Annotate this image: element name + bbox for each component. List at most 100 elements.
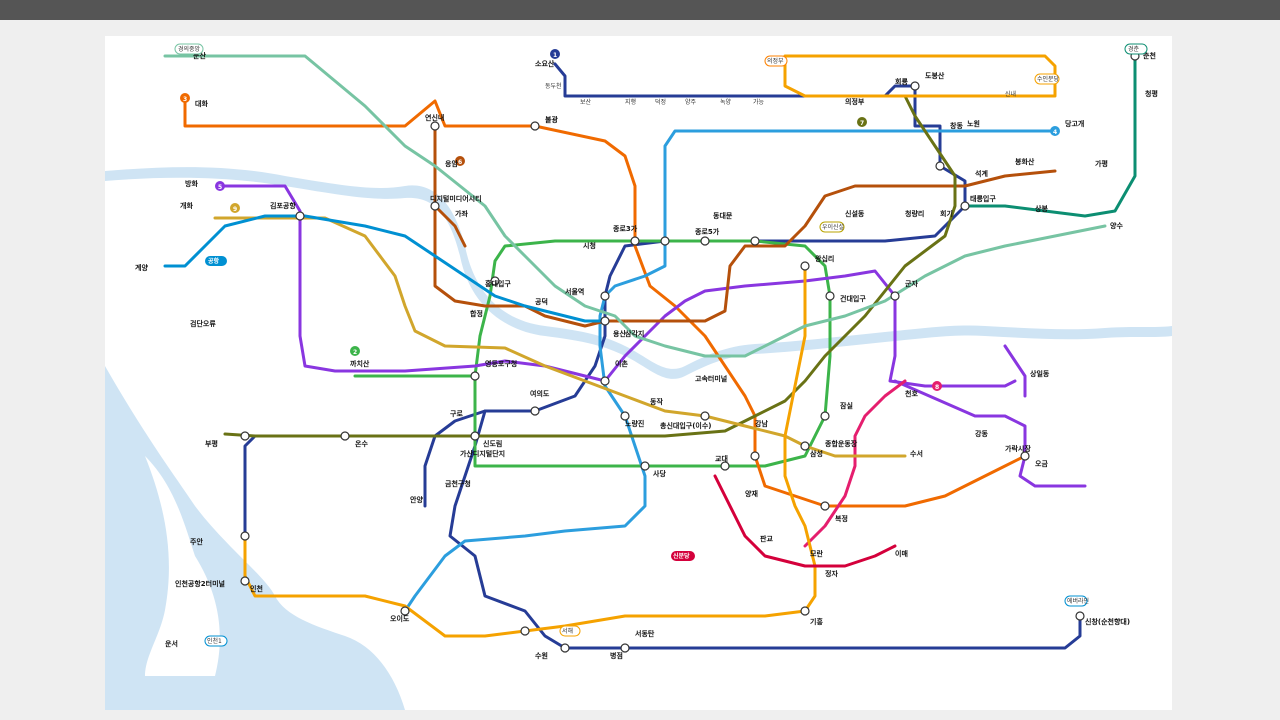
station-marker[interactable] bbox=[700, 411, 710, 421]
station-marker[interactable] bbox=[1020, 451, 1030, 461]
station-label-ichon[interactable]: 이촌 bbox=[615, 359, 628, 368]
station-marker[interactable] bbox=[890, 291, 900, 301]
station-label-gongdeok[interactable]: 공덕 bbox=[535, 297, 548, 306]
station-label-bokjeong[interactable]: 복정 bbox=[835, 514, 848, 523]
station-marker[interactable] bbox=[630, 236, 640, 246]
station-label-seokgye[interactable]: 석계 bbox=[975, 169, 988, 178]
station-label-dongjak[interactable]: 동작 bbox=[650, 397, 663, 406]
station-label-deokjeong[interactable]: 덕정 bbox=[655, 99, 666, 106]
station-label-wangsimni[interactable]: 왕십리 bbox=[815, 254, 834, 263]
station-marker[interactable] bbox=[620, 411, 630, 421]
station-marker[interactable] bbox=[820, 411, 830, 421]
station-marker[interactable] bbox=[560, 643, 570, 653]
station-marker[interactable] bbox=[820, 501, 830, 511]
station-label-incheon[interactable]: 인천 bbox=[250, 584, 263, 593]
station-label-suwon[interactable]: 수원 bbox=[535, 651, 548, 660]
station-label-chang-dong[interactable]: 창동 bbox=[950, 121, 963, 130]
station-label-dongdaemun[interactable]: 동대문 bbox=[713, 211, 733, 220]
station-label-cheonho[interactable]: 천호 bbox=[905, 389, 918, 398]
station-marker[interactable] bbox=[910, 81, 920, 91]
station-label-bulgwang[interactable]: 불광 bbox=[545, 115, 558, 124]
station-label-samseong[interactable]: 삼성 bbox=[810, 449, 823, 458]
station-label-sangbong[interactable]: 상봉 bbox=[1035, 204, 1048, 213]
station-marker[interactable] bbox=[530, 406, 540, 416]
station-label-chuncheon[interactable]: 춘천 bbox=[1143, 51, 1156, 60]
station-label-hoegi[interactable]: 회기 bbox=[940, 209, 953, 218]
station-label-oido[interactable]: 오이도 bbox=[390, 614, 410, 623]
station-label-moran[interactable]: 모란 bbox=[810, 549, 823, 558]
station-label-bonghwasan[interactable]: 봉화산 bbox=[1015, 157, 1035, 166]
station-label-soyosan[interactable]: 소요산 bbox=[535, 59, 555, 68]
station-label-nogyang[interactable]: 녹양 bbox=[720, 98, 732, 106]
station-label-express[interactable]: 고속터미널 bbox=[695, 374, 727, 383]
station-label-munsan[interactable]: 문산 bbox=[193, 51, 206, 60]
station-label-anyang[interactable]: 안양 bbox=[410, 495, 423, 504]
station-marker[interactable] bbox=[600, 316, 610, 326]
station-marker[interactable] bbox=[720, 461, 730, 471]
station-label-cheongpyeong[interactable]: 청평 bbox=[1145, 89, 1158, 98]
station-label-sinseol[interactable]: 신설동 bbox=[845, 209, 865, 218]
station-label-sadang[interactable]: 사당 bbox=[653, 469, 666, 478]
station-label-hapjeong[interactable]: 합정 bbox=[470, 309, 483, 318]
station-label-pangyo[interactable]: 판교 bbox=[760, 534, 773, 543]
station-label-dobongsan[interactable]: 도봉산 bbox=[925, 71, 945, 80]
station-label-taereung[interactable]: 태릉입구 bbox=[970, 194, 996, 203]
station-label-bupyeong[interactable]: 부평 bbox=[205, 439, 218, 448]
station-label-yeouido[interactable]: 여의도 bbox=[530, 389, 550, 398]
station-label-bosan[interactable]: 보산 bbox=[580, 98, 592, 106]
station-label-sports[interactable]: 종합운동장 bbox=[825, 439, 858, 448]
station-label-gajwa[interactable]: 가좌 bbox=[455, 209, 468, 218]
station-label-gapyeong[interactable]: 가평 bbox=[1095, 159, 1108, 168]
station-label-jihaeng[interactable]: 지행 bbox=[625, 98, 636, 106]
station-label-gyodae[interactable]: 교대 bbox=[715, 454, 728, 463]
station-label-gangnam[interactable]: 강남 bbox=[755, 419, 768, 428]
station-marker[interactable] bbox=[600, 376, 610, 386]
station-label-danggogae[interactable]: 당고개 bbox=[1065, 119, 1084, 128]
station-marker[interactable] bbox=[660, 236, 670, 246]
station-label-hoeryong[interactable]: 회룡 bbox=[895, 77, 908, 86]
station-label-yongsan[interactable]: 용산 bbox=[613, 329, 626, 338]
station-marker[interactable] bbox=[1075, 611, 1085, 621]
station-marker[interactable] bbox=[800, 441, 810, 451]
station-marker[interactable] bbox=[600, 291, 610, 301]
station-label-sangil[interactable]: 상일동 bbox=[1030, 369, 1050, 378]
station-marker[interactable] bbox=[490, 276, 500, 286]
station-label-yangsu[interactable]: 양수 bbox=[1110, 221, 1123, 230]
station-label-gyeyang[interactable]: 계양 bbox=[135, 263, 148, 272]
station-label-yeongdeungpo-gu[interactable]: 영등포구청 bbox=[485, 359, 517, 368]
station-label-ogeum[interactable]: 오금 bbox=[1035, 460, 1048, 468]
station-label-hongdae[interactable]: 홍대입구 bbox=[485, 279, 511, 288]
station-label-gunja[interactable]: 군자 bbox=[905, 279, 918, 288]
station-marker[interactable] bbox=[470, 431, 480, 441]
station-label-cityhall[interactable]: 시청 bbox=[583, 241, 596, 250]
station-label-juan[interactable]: 주안 bbox=[190, 537, 203, 546]
station-label-yeonsinnae[interactable]: 연신내 bbox=[425, 113, 444, 122]
station-marker[interactable] bbox=[530, 121, 540, 131]
station-marker[interactable] bbox=[470, 371, 480, 381]
station-marker[interactable] bbox=[800, 261, 810, 271]
station-marker[interactable] bbox=[620, 643, 630, 653]
station-marker[interactable] bbox=[240, 531, 250, 541]
station-label-onsu[interactable]: 온수 bbox=[355, 439, 368, 448]
station-marker[interactable] bbox=[750, 451, 760, 461]
station-marker[interactable] bbox=[295, 211, 305, 221]
station-marker[interactable] bbox=[750, 236, 760, 246]
station-label-jongno5[interactable]: 종로5가 bbox=[695, 227, 720, 236]
station-marker[interactable] bbox=[825, 291, 835, 301]
station-label-kkachisan[interactable]: 까치산 bbox=[350, 359, 370, 368]
station-marker[interactable] bbox=[430, 201, 440, 211]
station-label-geomdan[interactable]: 검단오류 bbox=[190, 319, 216, 328]
station-label-samgakji[interactable]: 삼각지 bbox=[625, 329, 644, 338]
station-label-geumcheon[interactable]: 금천구청 bbox=[445, 479, 471, 488]
station-label-gangdong[interactable]: 강동 bbox=[975, 429, 988, 438]
subway-map[interactable]: 1 3 4 5 6 7 8 9 2 소요산 동두천 보산 지행 덕정 양주 녹양… bbox=[105, 36, 1172, 710]
station-label-gasan[interactable]: 가산디지털단지 bbox=[460, 449, 505, 458]
station-marker[interactable] bbox=[960, 201, 970, 211]
station-marker[interactable] bbox=[340, 431, 350, 441]
station-label-jongno3[interactable]: 종로3가 bbox=[613, 224, 638, 233]
station-marker[interactable] bbox=[240, 576, 250, 586]
station-label-noryangjin[interactable]: 노량진 bbox=[625, 419, 644, 428]
station-label-eungam[interactable]: 응암 bbox=[445, 159, 458, 168]
station-label-cheongnyangni[interactable]: 청량리 bbox=[905, 209, 924, 218]
station-label-nowon[interactable]: 노원 bbox=[967, 119, 980, 128]
